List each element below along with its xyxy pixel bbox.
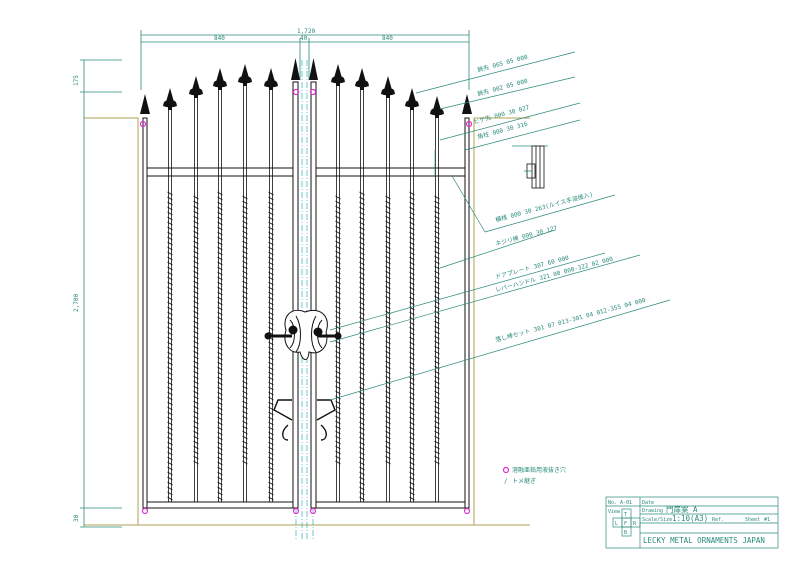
- center-spear-left: [291, 58, 300, 80]
- drain-holes: [139, 88, 473, 515]
- door-plate: [264, 310, 342, 360]
- dim-right-leaf: 840: [382, 35, 393, 42]
- finial: [238, 64, 252, 86]
- center-spear-right: [309, 58, 318, 80]
- tb-no-value: A-01: [620, 500, 632, 506]
- tb-view-front: F: [624, 521, 627, 527]
- tb-view-right: R: [633, 521, 637, 527]
- tb-ref-label: Ref.: [712, 517, 724, 523]
- callout-label: 横桟 000 30 263(ルイス手溶接入): [494, 190, 593, 224]
- callout-label: 落し棒セット 301 07 013-301 04 012-355 04 000: [494, 296, 646, 344]
- finial: [381, 76, 395, 98]
- section-detail: [512, 145, 548, 189]
- finial: [264, 68, 278, 90]
- picket-bars: [167, 86, 440, 502]
- tb-view-bottom: B: [624, 530, 627, 536]
- legend-hole-symbol: [502, 466, 510, 474]
- finial: [163, 88, 177, 110]
- dim-bottom-height: 30: [73, 514, 80, 522]
- gate-frame: [142, 81, 470, 509]
- legend: 溶融亜鉛用液抜き穴 / トメ継ぎ: [502, 466, 566, 485]
- callout-label: 飾先 002 05 000: [476, 77, 528, 98]
- picket: [167, 110, 173, 502]
- finial: [189, 76, 203, 98]
- picket: [409, 110, 415, 502]
- picket: [385, 98, 391, 502]
- tb-scale-value: 1:10(A3): [672, 514, 708, 523]
- title-block: [605, 496, 779, 549]
- top-dimensions: [140, 30, 470, 90]
- tb-drawing-title: 門扉案 A: [666, 504, 698, 514]
- tb-drawing-label: Drawing: [642, 508, 663, 514]
- callout-leaders: [329, 51, 671, 401]
- picket: [217, 90, 223, 502]
- tb-view-top: T: [624, 512, 627, 518]
- center-spears: [291, 58, 318, 80]
- picket: [242, 86, 248, 502]
- tb-no-label: No.: [608, 500, 617, 506]
- legend-hole-note: 溶融亜鉛用液抜き穴: [512, 466, 566, 474]
- picket: [359, 90, 365, 502]
- picket: [335, 86, 341, 502]
- dim-total-height: 2,700: [73, 294, 80, 312]
- dim-top-height: 175: [73, 75, 80, 86]
- legend-weld-symbol: /: [504, 478, 508, 485]
- outer-spear-left: [140, 94, 150, 114]
- center-lines: [295, 60, 314, 540]
- finial: [430, 96, 444, 118]
- dim-left-leaf: 840: [214, 35, 225, 42]
- tb-view-label: View: [608, 509, 621, 515]
- legend-weld-note: トメ継ぎ: [512, 477, 536, 485]
- tb-view-left: L: [615, 521, 618, 527]
- dim-overall-width: 1,720: [297, 28, 315, 35]
- finial: [405, 88, 419, 110]
- tb-sheet-label: Sheet: [745, 517, 760, 523]
- picket: [268, 90, 274, 502]
- picket: [434, 118, 440, 502]
- drop-bolt-handles: [273, 399, 336, 441]
- picket: [193, 98, 199, 502]
- outer-spear-right: [462, 94, 472, 114]
- tb-scale-label: Scale/Size: [642, 517, 672, 523]
- tb-date-label: Date: [642, 500, 654, 506]
- finial: [213, 68, 227, 90]
- side-dimensions: [80, 59, 122, 528]
- tb-company: LECKY METAL ORNAMENTS JAPAN: [643, 536, 765, 545]
- finials: [163, 64, 444, 118]
- callout-label: ネジリ棒 000 30 127: [494, 224, 558, 248]
- finial: [331, 64, 345, 86]
- outer-spears: [140, 94, 472, 114]
- tb-sheet-value: #1: [764, 517, 770, 523]
- dim-center-gap: 40: [300, 35, 308, 42]
- finial: [355, 68, 369, 90]
